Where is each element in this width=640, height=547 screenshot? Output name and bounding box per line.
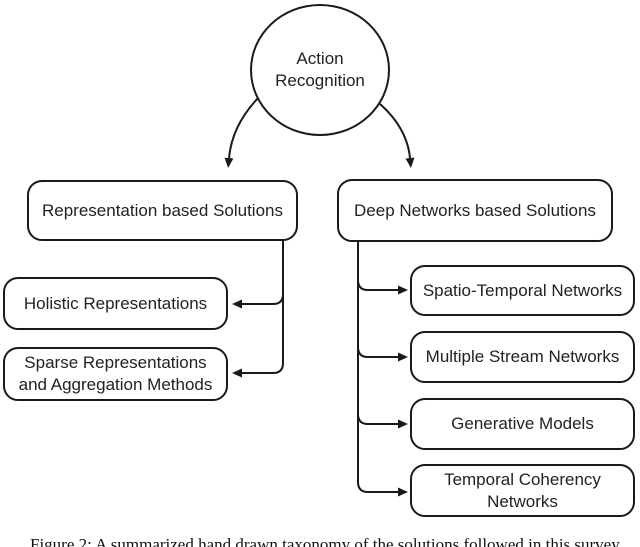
node-temporal-coherency-networks: Temporal Coherency Networks <box>410 464 635 517</box>
node-spatio-temporal-networks: Spatio-Temporal Networks <box>410 265 635 316</box>
node-sparse-representations-aggregation-label: Sparse Representations and Aggregation M… <box>18 353 213 394</box>
node-sparse-representations-aggregation: Sparse Representations and Aggregation M… <box>3 347 228 401</box>
node-temporal-coherency-networks-label: Temporal Coherency Networks <box>444 469 601 511</box>
node-deep-networks-based-solutions: Deep Networks based Solutions <box>337 179 613 242</box>
node-holistic-representations: Holistic Representations <box>3 277 228 330</box>
node-multiple-stream-networks-label: Multiple Stream Networks <box>425 347 620 367</box>
connector-right-parent-to-spatio-temporal <box>357 241 408 295</box>
figure-caption: Figure 2: A summarized hand drawn taxono… <box>30 535 623 547</box>
node-representation-based-solutions: Representation based Solutions <box>27 180 298 241</box>
node-holistic-representations-label: Holistic Representations <box>23 293 208 313</box>
node-multiple-stream-networks: Multiple Stream Networks <box>410 331 635 383</box>
node-action-recognition-label: Action Recognition <box>275 49 365 90</box>
node-representation-based-solutions-label: Representation based Solutions <box>42 200 283 220</box>
connector-right-parent-to-multiple-stream <box>357 241 408 362</box>
arrow-root-to-right-parent <box>379 103 415 168</box>
node-generative-models-label: Generative Models <box>451 414 594 434</box>
connector-right-parent-to-generative <box>357 241 408 429</box>
connector-left-parent-to-sparse <box>232 240 284 378</box>
node-generative-models: Generative Models <box>410 398 635 450</box>
node-action-recognition: Action Recognition <box>250 4 390 136</box>
arrow-root-to-left-parent <box>224 96 260 168</box>
connector-right-parent-to-temporal-coherency <box>357 241 408 497</box>
connector-left-parent-to-holistic <box>232 240 284 309</box>
node-deep-networks-based-solutions-label: Deep Networks based Solutions <box>354 200 596 220</box>
node-spatio-temporal-networks-label: Spatio-Temporal Networks <box>422 280 623 300</box>
